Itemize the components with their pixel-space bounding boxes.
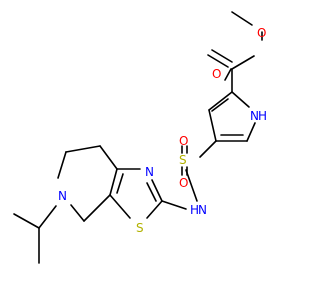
diagram-background: [0, 0, 300, 300]
bond-pyrrole-c3-c4: [208, 109, 217, 142]
atom-h-pyrrole: H: [258, 109, 267, 123]
bond-pyrrole-c5-n: [246, 122, 256, 142]
bond-ch2-bottom-to-c5: [83, 194, 111, 222]
bond-isopropyl-ch-me1: [13, 213, 40, 229]
bond-thiazole-s-c2: [146, 200, 163, 219]
atom-o-sulfonyl-top: O: [179, 134, 188, 148]
bond-methyl-o: [231, 11, 253, 26]
bond-thiazole-c4-c5-inner: [116, 173, 124, 194]
bond-c4-ch2-top: [99, 145, 118, 170]
bond-layer: [13, 11, 263, 264]
bond-ester-carbon-o-single: [231, 55, 255, 70]
bond-ch2-to-n: [57, 151, 67, 179]
bond-pyrrole-c2-c3-inner: [211, 98, 229, 112]
atom-n-piperidine: N: [58, 189, 67, 203]
bond-thiazole-c5-s: [109, 194, 131, 219]
atom-o-carbonyl: O: [212, 67, 221, 81]
atom-s-sulfonyl: S: [179, 153, 187, 167]
bond-pyrrole-c2-c3: [208, 91, 233, 111]
atom-n-pyrrole: N: [250, 109, 259, 123]
atom-h-sulfonamide: H: [190, 203, 199, 217]
bond-pyrrole-n-c2: [231, 91, 250, 108]
atom-label-layer: O O N H S O O N H N S N: [58, 26, 267, 235]
atom-o-sulfonyl-bottom: O: [179, 176, 188, 190]
bond-carbonyl-double-2: [211, 49, 233, 63]
bond-n-to-isopropyl-ch: [38, 205, 57, 229]
atom-n-sulfonamide: N: [198, 203, 207, 217]
bond-nh-to-thiazole: [161, 200, 187, 210]
atom-o-ester: O: [257, 26, 266, 40]
bond-c-o-double-a: [224, 68, 232, 81]
bond-carbonyl-double-1: [207, 54, 229, 68]
bond-ch2-top-ch2: [65, 145, 101, 153]
bond-n-to-ch2-bottom: [70, 204, 85, 222]
bond-thiazole-c4-c5: [109, 168, 118, 196]
atom-n-thiazole: N: [145, 165, 154, 179]
molecule-structure-diagram: O O N H S O O N H N S N: [0, 0, 300, 300]
bond-thiazole-c2-n-inner: [146, 182, 157, 202]
bond-s-to-nh: [185, 169, 198, 202]
atom-s-thiazole: S: [136, 221, 144, 235]
bond-thiazole-c2-n: [151, 179, 163, 202]
bond-pyrrole-to-sulfur: [199, 140, 217, 158]
